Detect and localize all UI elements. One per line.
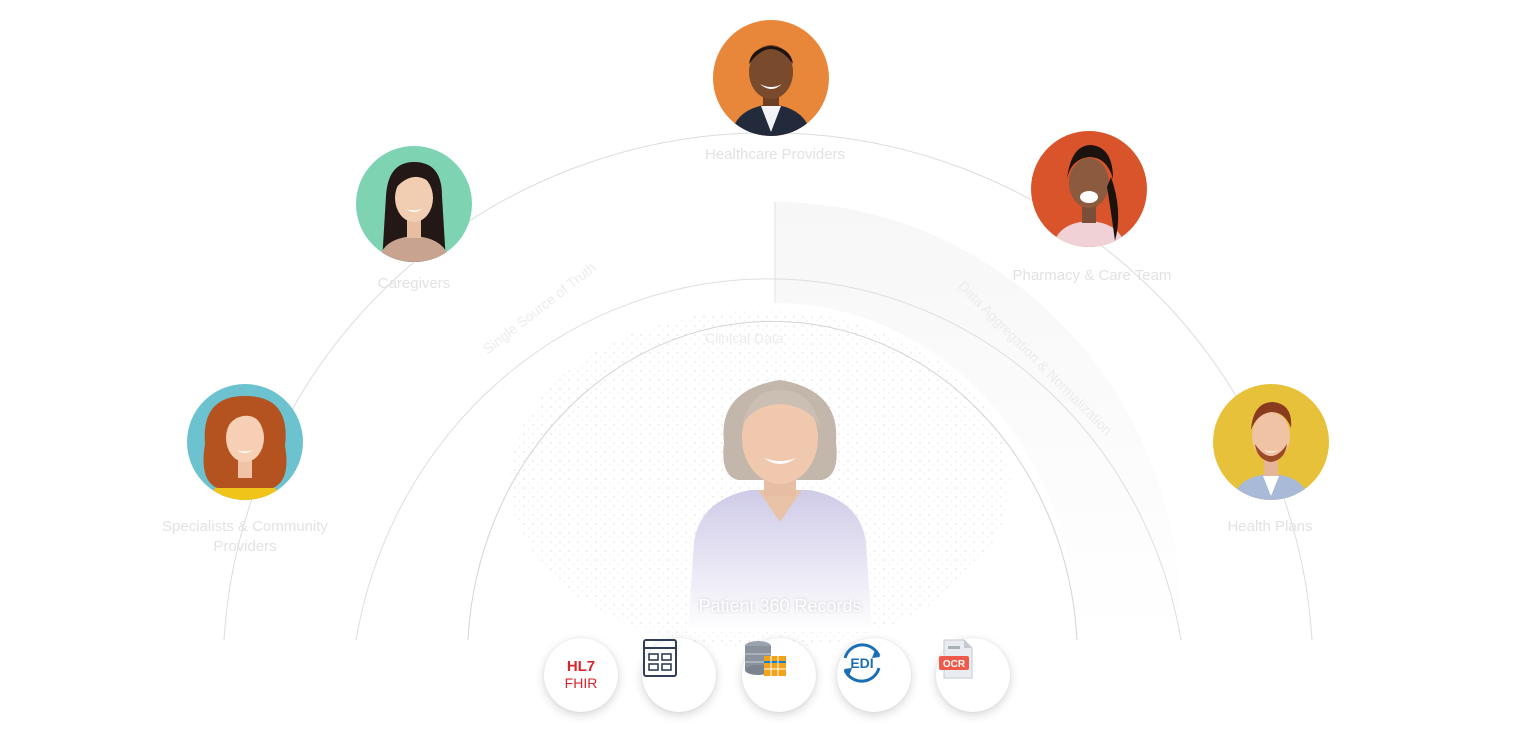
middle-ring-band (775, 201, 1182, 640)
ocr-icon: OCR (939, 639, 973, 679)
database-button[interactable] (742, 638, 816, 712)
form-button[interactable] (642, 638, 716, 712)
payer-avatar[interactable] (1213, 384, 1329, 500)
svg-text:EDI: EDI (850, 655, 873, 671)
hl7-fhir-button[interactable]: HL7 FHIR (544, 638, 618, 712)
specialist-label: Specialists & Community Providers (162, 518, 328, 555)
ring-text-inner-top: Clinical Data (705, 330, 784, 346)
middle-ring (355, 278, 1182, 641)
form-icon (643, 639, 677, 677)
physician-avatar[interactable] (713, 20, 829, 136)
edi-icon: EDI (843, 643, 881, 683)
hl7-fhir-icon: HL7 FHIR (564, 658, 598, 692)
svg-text:OCR: OCR (943, 659, 966, 670)
physician-label: Healthcare Providers (704, 146, 846, 163)
pharmacist-avatar[interactable] (1031, 131, 1147, 247)
caregiver-avatar[interactable] (356, 146, 472, 262)
database-icon (745, 641, 786, 676)
ocr-button[interactable]: OCR (936, 638, 1010, 712)
patient-photo (680, 372, 880, 632)
specialist-avatar[interactable] (187, 384, 303, 500)
edi-button[interactable]: EDI (837, 638, 911, 712)
patient-360-label: Patient 360 Records (698, 596, 862, 616)
pharmacist-label: Pharmacy & Care Team (1012, 267, 1172, 284)
caregiver-label: Caregivers (377, 275, 451, 292)
payer-label: Health Plans (1227, 518, 1313, 535)
